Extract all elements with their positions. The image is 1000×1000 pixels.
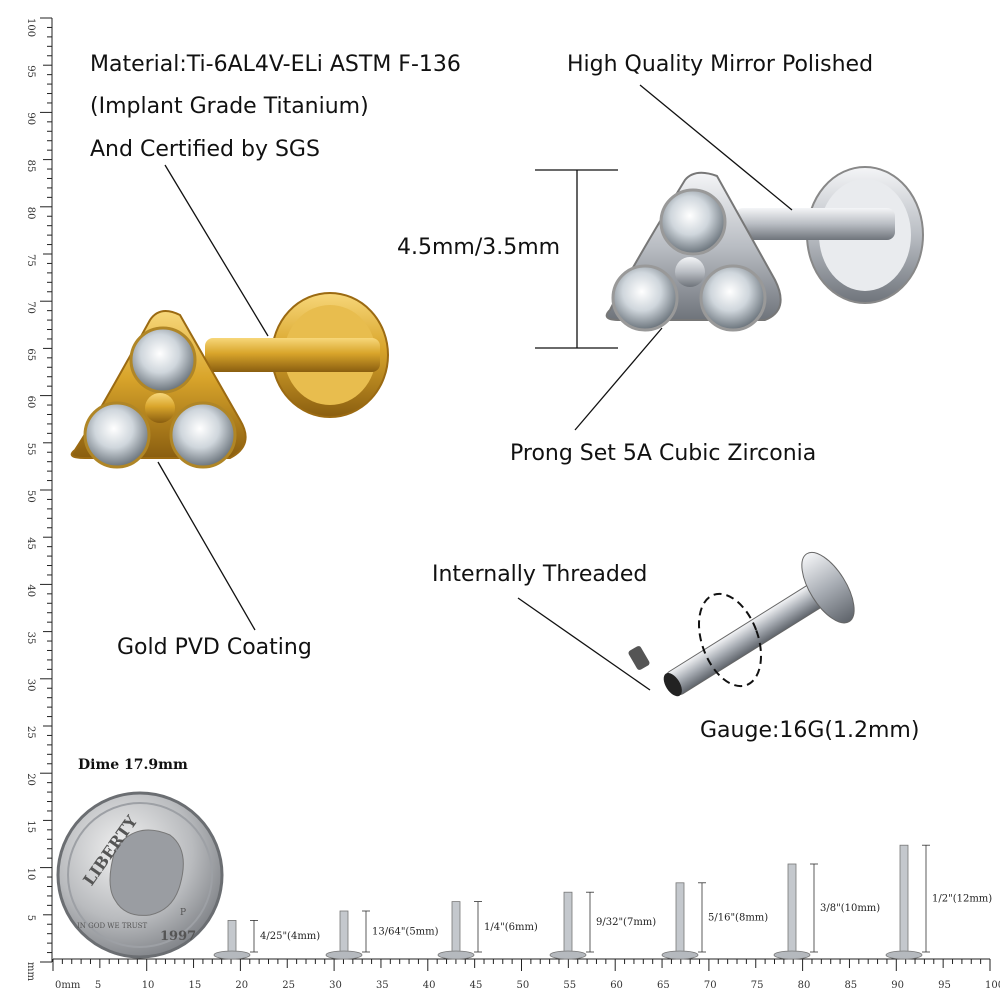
internally-threaded-label: Internally Threaded	[432, 562, 648, 587]
ruler-label: mm	[25, 962, 36, 981]
ruler-label: 50	[517, 980, 530, 991]
ruler-label: 95	[25, 65, 36, 78]
ruler-label: 55	[563, 980, 576, 991]
ruler-label: 0mm	[55, 980, 81, 991]
cubic-zirconia-label: Prong Set 5A Cubic Zirconia	[510, 441, 817, 466]
material-label-line1: Material:Ti-6AL4V-ELi ASTM F-136	[90, 52, 461, 77]
threaded-post-illustration	[628, 551, 855, 697]
coin-motto-text: IN GOD WE TRUST	[77, 922, 147, 930]
ruler-label: 55	[25, 443, 36, 456]
ruler-label: 10	[25, 868, 36, 881]
gold-labret-illustration	[70, 292, 389, 469]
length-label: 1/2"(12mm)	[932, 894, 992, 905]
ruler-label: 60	[25, 396, 36, 409]
ruler-label: 80	[25, 207, 36, 220]
ruler-label: 40	[423, 980, 436, 991]
length-label: 1/4"(6mm)	[484, 922, 538, 933]
ruler-label: 35	[25, 632, 36, 645]
ruler-label: 80	[798, 980, 811, 991]
ruler-label: 25	[25, 726, 36, 739]
ruler-label: 90	[891, 980, 904, 991]
ruler-label: 60	[610, 980, 623, 991]
ruler-label: 20	[235, 980, 248, 991]
ruler-label: 15	[25, 820, 36, 833]
dime-size-label: Dime 17.9mm	[78, 757, 188, 773]
length-post: 13/64"(5mm)	[325, 910, 439, 960]
coin-mint-text: P	[180, 908, 186, 918]
silver-labret-illustration	[605, 166, 924, 332]
ruler-label: 5	[25, 915, 36, 921]
ruler-label: 75	[751, 980, 764, 991]
ruler-label: 45	[25, 537, 36, 550]
ruler-label: 90	[25, 112, 36, 125]
length-label: 9/32"(7mm)	[596, 917, 656, 928]
ruler-label: 25	[282, 980, 295, 991]
coin-year-text: 1997	[160, 929, 196, 944]
ruler-label: 40	[25, 584, 36, 597]
ruler-label: 5	[95, 980, 101, 991]
ruler-label: 85	[25, 160, 36, 173]
ruler-label: 65	[657, 980, 670, 991]
ruler-label: 70	[704, 980, 717, 991]
material-label-line2: (Implant Grade Titanium)	[90, 94, 369, 119]
length-post: 4/25"(4mm)	[213, 920, 320, 960]
length-post: 5/16"(8mm)	[661, 882, 768, 960]
ruler-label: 30	[329, 980, 342, 991]
ruler-label: 35	[376, 980, 389, 991]
ruler-label: 95	[938, 980, 951, 991]
ruler-label: 45	[470, 980, 483, 991]
ruler-label: 50	[25, 490, 36, 503]
length-post: 9/32"(7mm)	[549, 891, 656, 960]
length-label: 5/16"(8mm)	[708, 912, 768, 923]
dime-coin: LIBERTY IN GOD WE TRUST 1997 P	[56, 791, 224, 959]
ruler-label: 100	[985, 980, 1000, 991]
ruler-label: 75	[25, 254, 36, 267]
length-post: 3/8"(10mm)	[773, 863, 880, 960]
material-label-line3: And Certified by SGS	[90, 137, 320, 162]
ruler-label: 85	[844, 980, 857, 991]
ruler-label: 65	[25, 348, 36, 361]
length-label: 3/8"(10mm)	[820, 903, 880, 914]
length-post: 1/2"(12mm)	[885, 844, 992, 960]
ruler-label: 20	[25, 773, 36, 786]
bottom-ruler: 0mm 5 10 15 20 25 30 35 40 45 50 55 60 65 70 75 80 85 90 95…	[52, 958, 1000, 991]
gold-pvd-label: Gold PVD Coating	[117, 635, 312, 660]
length-post: 1/4"(6mm)	[437, 901, 538, 960]
gauge-label: Gauge:16G(1.2mm)	[700, 718, 920, 743]
ruler-label: 30	[25, 679, 36, 692]
length-label: 4/25"(4mm)	[260, 931, 320, 942]
ruler-label: 70	[25, 301, 36, 314]
size-label: 4.5mm/3.5mm	[397, 235, 561, 260]
mirror-polished-label: High Quality Mirror Polished	[567, 52, 874, 77]
ruler-label: 15	[189, 980, 202, 991]
left-ruler: mm 5 10 15 20 25 30 35 40 45 50 55 60 65 70 75 80 85 90 95 1…	[25, 17, 53, 981]
ruler-label: 10	[142, 980, 155, 991]
length-label: 13/64"(5mm)	[372, 927, 439, 938]
ruler-label: 100	[25, 18, 36, 37]
